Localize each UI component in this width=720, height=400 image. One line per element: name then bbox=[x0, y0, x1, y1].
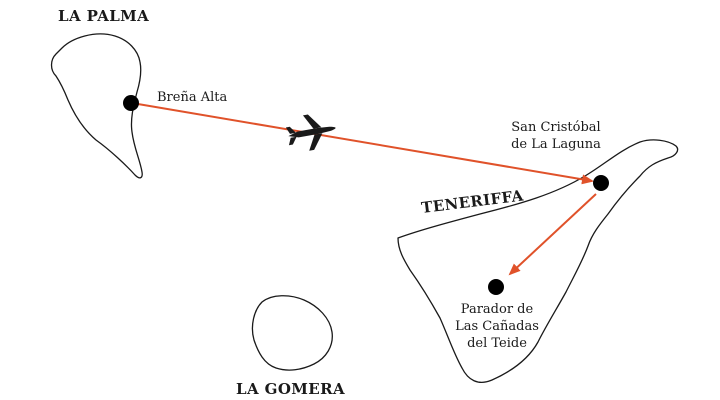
san-cristobal-marker bbox=[593, 175, 609, 191]
la-gomera-island-outline bbox=[251, 295, 333, 371]
la-palma-label: LA PALMA bbox=[58, 7, 149, 25]
la-palma-island-outline bbox=[50, 33, 143, 179]
parador-label-line1: Parador de bbox=[461, 302, 534, 317]
san-cristobal-label-line1: San Cristóbal bbox=[511, 120, 600, 135]
parador-label-line3: del Teide bbox=[467, 336, 527, 351]
flight-route-line bbox=[131, 102, 594, 185]
tenerife-label: TENERIFFA bbox=[420, 187, 524, 217]
parador-label-line2: Las Cañadas bbox=[455, 319, 539, 334]
brena-alta-label: Breña Alta bbox=[157, 90, 227, 105]
san-cristobal-label-line2: de La Laguna bbox=[511, 137, 601, 152]
la-gomera-label: LA GOMERA bbox=[236, 380, 345, 398]
parador-marker bbox=[488, 279, 504, 295]
tenerife-island-outline bbox=[397, 139, 679, 383]
brena-alta-marker bbox=[123, 95, 139, 111]
road-route-line bbox=[508, 193, 597, 276]
airplane-icon bbox=[285, 114, 336, 151]
